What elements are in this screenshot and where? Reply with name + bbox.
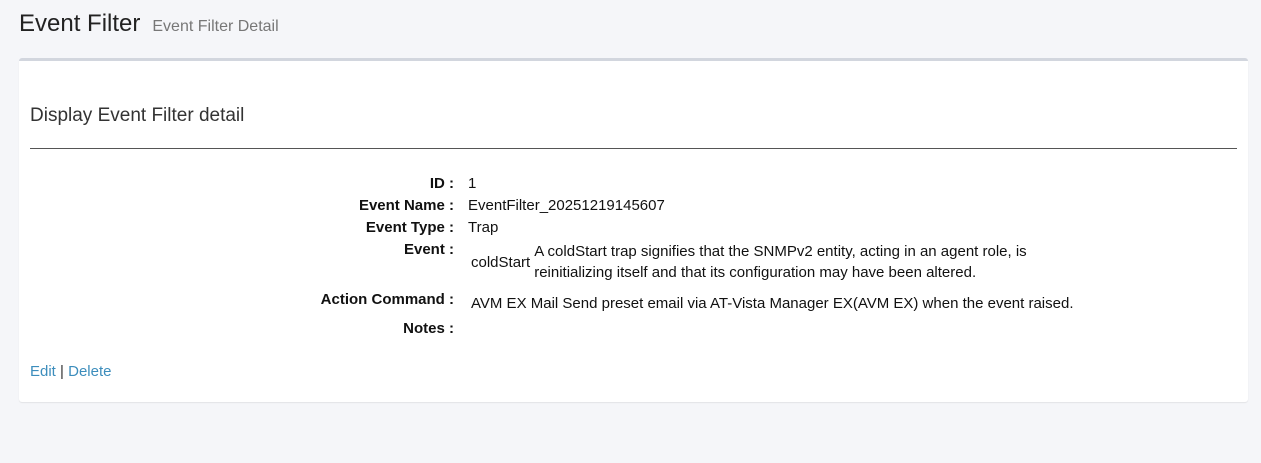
id-label: ID : — [429, 175, 454, 192]
page-subtitle: Event Filter Detail — [152, 18, 279, 35]
panel-divider — [30, 148, 1237, 149]
event-description-line2: reinitializing itself and that its confi… — [534, 264, 977, 281]
id-value: 1 — [468, 175, 477, 192]
event-label: Event : — [403, 241, 454, 258]
delete-link[interactable]: Delete — [68, 363, 112, 380]
edit-link[interactable]: Edit — [30, 363, 56, 380]
event-type-value: Trap — [468, 219, 499, 236]
panel-heading: Display Event Filter detail — [30, 105, 245, 126]
action-command-value: AVM EX Mail Send preset email via AT-Vis… — [471, 295, 1074, 312]
action-command-label: Action Command : — [320, 291, 454, 308]
notes-label: Notes : — [403, 320, 454, 337]
event-name-label: Event Name : — [358, 197, 454, 214]
detail-panel: Display Event Filter detail ID : 1 Event… — [19, 58, 1248, 402]
link-separator: | — [60, 363, 64, 380]
event-description: A coldStart trap signifies that the SNMP… — [534, 241, 1026, 283]
page-header: Event Filter Event Filter Detail — [19, 10, 279, 38]
event-name-value: EventFilter_20251219145607 — [468, 197, 665, 214]
event-trap-name: coldStart — [471, 253, 531, 271]
page-title: Event Filter — [19, 10, 141, 37]
event-description-line1: A coldStart trap signifies that the SNMP… — [534, 243, 1027, 260]
event-type-label: Event Type : — [365, 219, 454, 236]
action-links: Edit | Delete — [30, 363, 111, 380]
event-table: coldStart A coldStart trap signifies tha… — [471, 241, 1027, 283]
